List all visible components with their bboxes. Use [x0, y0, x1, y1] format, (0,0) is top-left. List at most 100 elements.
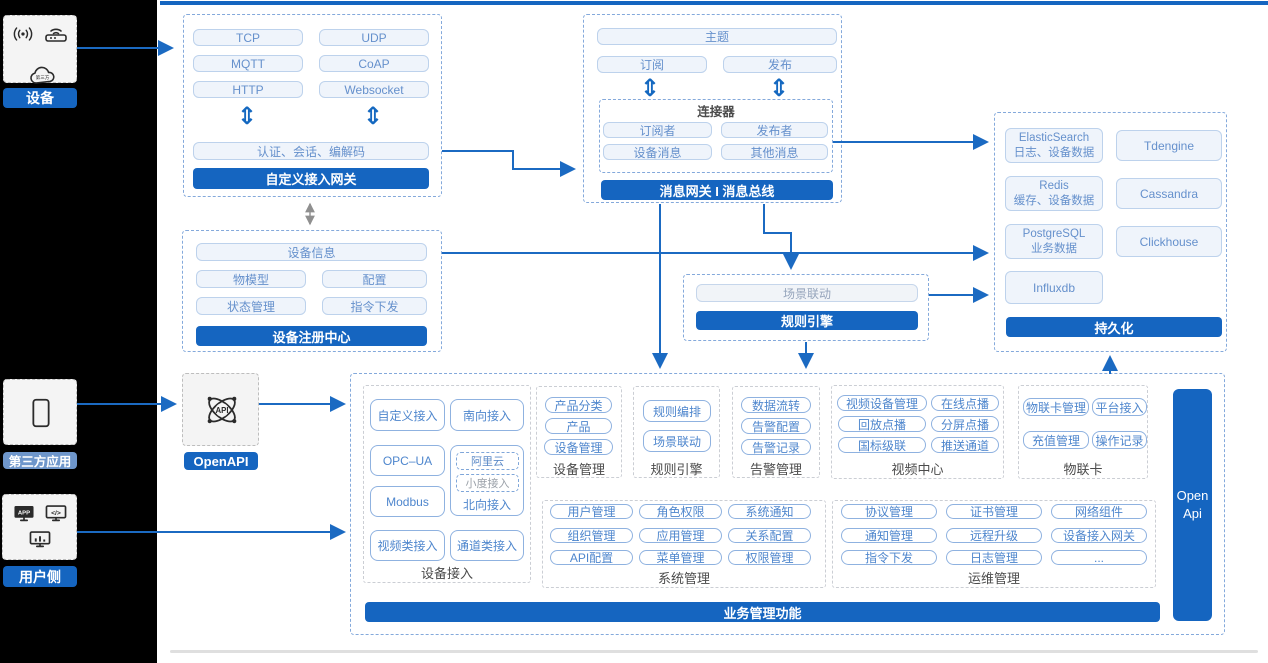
ops-mgmt-label: 运维管理 — [967, 570, 1020, 586]
org-mgmt-item: 组织管理 — [550, 528, 633, 543]
publish-box: 发布 — [723, 56, 837, 73]
openapi-box: API — [182, 373, 259, 446]
elasticsearch-desc: 日志、设备数据 — [1013, 146, 1095, 159]
app-monitor-icon: APP — [14, 506, 34, 522]
alarm-config-item: 告警配置 — [741, 418, 811, 434]
bottom-divider-line — [170, 650, 1258, 653]
api-config-item: API配置 — [550, 550, 633, 565]
top-accent-line — [160, 1, 1268, 5]
protocol-mgmt-item: 协议管理 — [841, 504, 937, 519]
user-side-box: APP </> — [2, 494, 77, 560]
connector-frame — [599, 99, 833, 173]
registry-frame — [182, 230, 442, 352]
protocol-tcp: TCP — [193, 29, 303, 46]
modbus-item: Modbus — [370, 486, 445, 517]
command-dispatch-item: 指令下发 — [841, 550, 937, 565]
opc-ua-item: OPC–UA — [370, 445, 445, 476]
ops-mgmt-column — [832, 500, 1156, 588]
device-badge: 设备 — [3, 88, 77, 108]
router-icon — [45, 28, 67, 42]
operation-record-item: 操作记录 — [1092, 431, 1147, 449]
device-info-box: 设备信息 — [196, 243, 427, 261]
registry-bar: 设备注册中心 — [196, 326, 427, 346]
device-mgmt-item: 设备管理 — [544, 439, 613, 455]
device-access-column — [363, 385, 531, 583]
device-message-box: 设备消息 — [603, 144, 712, 160]
video-column — [831, 385, 1004, 479]
iot-card-column — [1018, 385, 1148, 479]
status-mgmt-box: 状态管理 — [196, 297, 306, 315]
relation-config-item: 关系配置 — [728, 528, 811, 543]
app-monitor-text: APP — [18, 511, 30, 517]
video-device-mgmt-item: 视频设备管理 — [837, 395, 927, 411]
custom-gateway-frame — [183, 14, 442, 197]
user-side-badge: 用户侧 — [3, 566, 77, 587]
menu-mgmt-item: 菜单管理 — [639, 550, 722, 565]
protocol-udp: UDP — [319, 29, 429, 46]
config-box: 配置 — [322, 270, 427, 288]
rule-orchestration-item: 规则编排 — [643, 400, 711, 422]
openapi-badge: OpenAPI — [184, 452, 258, 470]
device-access-gateway-item: 设备接入网关 — [1051, 528, 1147, 543]
subscribe-box: 订阅 — [597, 56, 707, 73]
log-mgmt-item: 日志管理 — [946, 550, 1042, 565]
business-frame — [350, 373, 1225, 635]
notice-mgmt-item: 通知管理 — [841, 528, 937, 543]
third-party-badge: 第三方应用 — [3, 452, 77, 469]
persistence-frame — [994, 112, 1227, 352]
code-monitor-text: </> — [51, 510, 61, 517]
permission-mgmt-item: 权限管理 — [728, 550, 811, 565]
app-mgmt-item: 应用管理 — [639, 528, 722, 543]
system-notice-item: 系统通知 — [728, 504, 811, 519]
recharge-mgmt-item: 充值管理 — [1023, 431, 1089, 449]
protocol-websocket: Websocket — [319, 81, 429, 98]
third-party-cloud-icon: 第三方 — [30, 66, 55, 84]
scene-linkage-item: 场景联动 — [643, 430, 711, 452]
session-codec-box: 认证、会话、编解码 — [193, 142, 429, 160]
open-api-line2: Api — [1183, 506, 1202, 521]
custom-gateway-bar: 自定义接入网关 — [193, 168, 429, 189]
product-item: 产品 — [545, 418, 612, 434]
chart-monitor-icon — [29, 531, 51, 548]
rule-engine-bar: 规则引擎 — [696, 311, 918, 330]
phone-icon — [32, 398, 50, 428]
postgresql-desc: 业务数据 — [1031, 242, 1077, 255]
platform-access-item: 平台接入 — [1092, 398, 1147, 416]
more-item: ... — [1051, 550, 1147, 565]
double-arrow-icon: ⇕ — [640, 75, 661, 102]
south-access-item: 南向接入 — [450, 399, 524, 431]
thing-model-box: 物模型 — [196, 270, 306, 288]
aliyun-item: 阿里云 — [456, 452, 519, 470]
online-play-item: 在线点播 — [931, 395, 999, 411]
system-mgmt-label: 系统管理 — [657, 570, 710, 586]
connector-title: 连接器 — [697, 104, 735, 119]
system-mgmt-column — [542, 500, 826, 588]
protocol-coap: CoAP — [319, 55, 429, 72]
tdengine-box: Tdengine — [1116, 130, 1222, 161]
other-message-box: 其他消息 — [721, 144, 828, 160]
video-access-item: 视频类接入 — [370, 530, 445, 561]
business-bar: 业务管理功能 — [365, 602, 1160, 622]
open-api-line1: Open — [1176, 488, 1209, 504]
push-channel-item: 推送通道 — [931, 437, 999, 453]
data-flow-item: 数据流转 — [741, 397, 811, 413]
code-monitor-icon: </> — [45, 505, 67, 522]
influxdb-box: Influxdb — [1005, 271, 1103, 304]
device-access-label: 设备接入 — [420, 565, 473, 581]
device-sources-box: 第三方 — [3, 15, 77, 84]
postgresql-name: PostgreSQL — [1022, 228, 1086, 241]
alarm-label: 告警管理 — [749, 461, 802, 477]
redis-name: Redis — [1039, 180, 1069, 193]
north-access-label: 北向接入 — [462, 497, 511, 512]
cassandra-box: Cassandra — [1116, 178, 1222, 209]
protocol-mqtt: MQTT — [193, 55, 303, 72]
redis-box: Redis 缓存、设备数据 — [1005, 176, 1103, 211]
protocol-http: HTTP — [193, 81, 303, 98]
rule-column — [633, 386, 720, 478]
alarm-record-item: 告警记录 — [741, 439, 811, 455]
channel-access-item: 通道类接入 — [450, 530, 524, 561]
xiaodu-access-item: 小度接入 — [456, 474, 519, 492]
user-mgmt-item: 用户管理 — [550, 504, 633, 519]
message-bus-bar: 消息网关 I 消息总线 — [601, 180, 833, 200]
